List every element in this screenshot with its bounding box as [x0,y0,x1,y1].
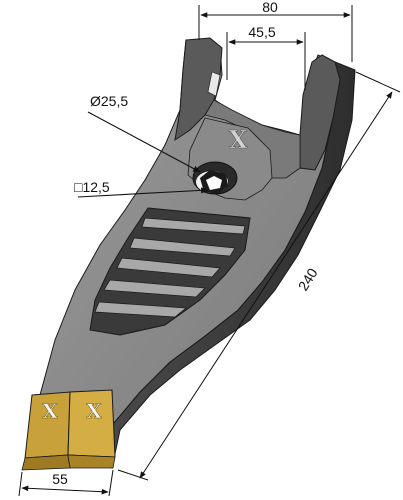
hole-diameter-label: Ø25,5 [90,93,128,109]
total-length-label: 240 [295,265,321,293]
carbide-tip: X X [21,389,116,471]
tine-body: X X X [21,37,356,471]
carbide-logo-left: X [42,399,58,423]
dimension-tip-width: 55 [18,469,114,497]
top-width-label: 80 [262,0,278,15]
slot-width-label: 45,5 [248,24,275,40]
dimension-top-width: 80 [198,0,353,62]
tip-width-label: 55 [52,471,68,487]
bolt-hole [192,161,238,195]
square-neck-label: □12,5 [74,179,110,195]
logo-mark: X [229,125,248,154]
carbide-logo-right: X [86,399,102,423]
dimension-slot-width: 45,5 [226,24,306,90]
